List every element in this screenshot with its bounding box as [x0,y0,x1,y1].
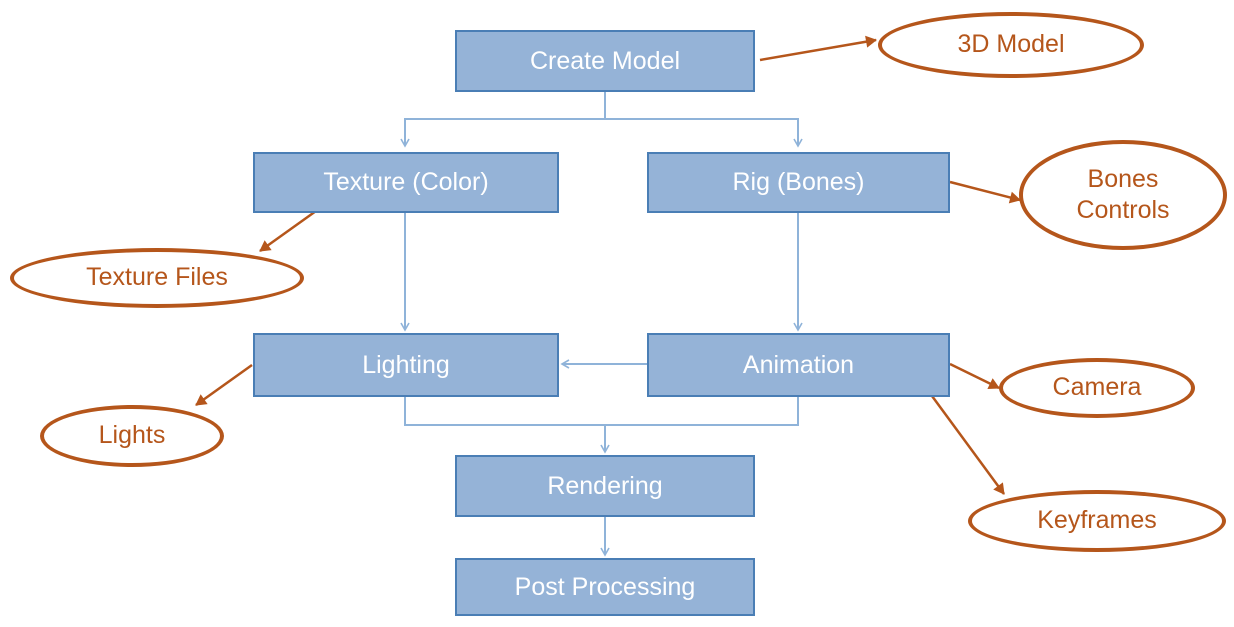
camera-output: Camera [999,358,1195,418]
animation-box: Animation [647,333,950,397]
keyframes-output-label: Keyframes [1037,506,1157,535]
flow-connector [605,118,803,148]
texture-files-output: Texture Files [10,248,304,308]
flow-connector [400,92,606,148]
post-processing-box: Post Processing [455,558,755,616]
output-arrow [949,180,1021,204]
texture-box: Texture (Color) [253,152,559,213]
flow-connector [605,397,799,426]
bones-controls-line1: Bones [1087,164,1159,193]
3d-model-output-label: 3D Model [957,30,1065,59]
flow-connector [404,397,610,454]
lights-output-label: Lights [98,421,166,450]
keyframes-output: Keyframes [968,490,1226,552]
output-arrow [259,209,317,253]
create-model-box: Create Model [455,30,755,92]
rendering-box: Rendering [455,455,755,517]
animation-label: Animation [742,350,855,379]
rig-label: Rig (Bones) [732,168,865,196]
rig-box: Rig (Bones) [647,152,950,213]
output-arrow [930,395,1006,495]
texture-label: Texture (Color) [323,168,489,196]
bones-controls-line2: Controls [1076,196,1170,224]
texture-files-output-label: Texture Files [86,263,228,292]
lights-output: Lights [40,405,224,467]
3d-model-output: 3D Model [878,12,1144,78]
post-processing-label: Post Processing [514,572,696,601]
create-model-label: Create Model [529,46,681,75]
output-arrow [949,362,1000,390]
output-arrow [195,363,253,407]
bones-controls-output-label: Bones Controls [1076,164,1169,227]
bones-controls-output: Bones Controls [1019,140,1227,250]
lighting-box: Lighting [253,333,559,397]
output-arrow [759,35,877,62]
lighting-label: Lighting [362,350,450,379]
camera-output-label: Camera [1052,373,1142,402]
rendering-label: Rendering [547,471,663,500]
